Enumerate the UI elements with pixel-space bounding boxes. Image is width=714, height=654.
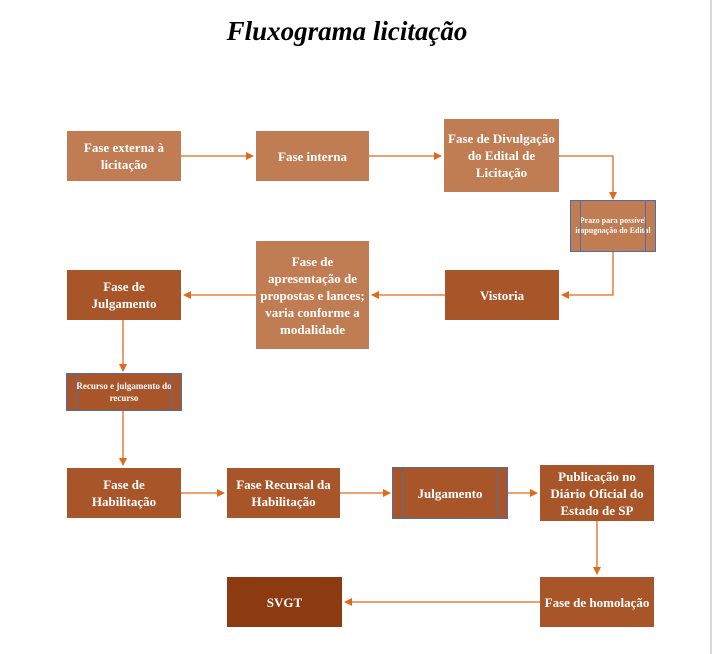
node-apresentacao-propostas: Fase de apresentação de propostas e lanc…	[256, 241, 369, 349]
arrow-prazo-to-vistoria	[561, 251, 614, 299]
node-vistoria: Vistoria	[445, 270, 559, 320]
node-fase-julgamento: Fase de Julgamento	[67, 270, 181, 320]
node-fase-homologacao: Fase de homolação	[540, 577, 654, 627]
node-recurso-julgamento: Recurso e julgamento do recurso	[66, 373, 182, 411]
node-fase-recursal: Fase Recursal da Habilitação	[227, 468, 340, 518]
node-julgamento: Julgamento	[392, 467, 508, 519]
node-fase-interna: Fase interna	[256, 131, 369, 181]
node-publicacao-diario: Publicação no Diário Oficial do Estado d…	[540, 465, 654, 521]
node-prazo-impugnacao: Prazo para possível impugnação do Edital	[570, 200, 656, 252]
arrow-divulgacao-to-prazo	[559, 155, 617, 200]
node-fase-externa: Fase externa à licitação	[67, 131, 181, 181]
node-fase-habilitacao: Fase de Habilitação	[67, 468, 181, 518]
page-edge-line	[710, 0, 712, 654]
node-divulgacao-edital: Fase de Divulgação do Edital de Licitaçã…	[444, 119, 559, 192]
diagram-title: Fluxograma licitação	[226, 16, 468, 46]
node-svgt: SVGT	[227, 577, 342, 627]
